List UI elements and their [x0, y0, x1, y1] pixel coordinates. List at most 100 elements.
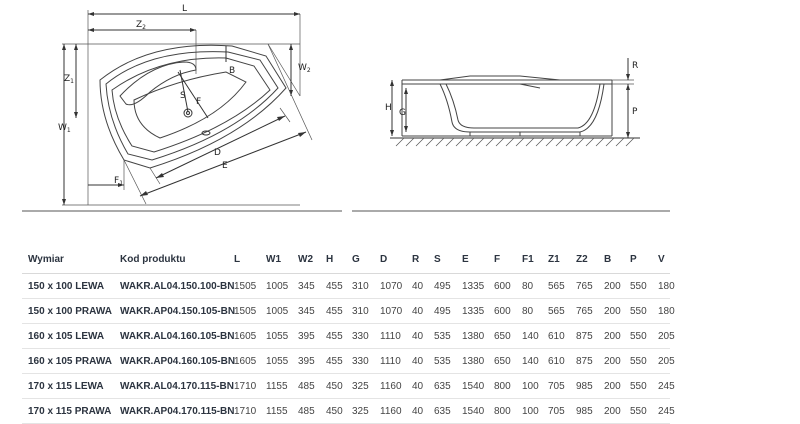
table-header-row: Wymiar Kod produktu L W1 W2 H G D R S E …	[22, 245, 670, 274]
cell-value: 245	[652, 373, 675, 399]
cell-model: 150 x 100 PRAWA	[22, 298, 114, 324]
cell-model: 160 x 105 PRAWA	[22, 348, 114, 374]
cell-value: 80	[516, 298, 542, 324]
header-cell: Kod produktu	[114, 245, 228, 274]
cell-value: 345	[292, 298, 320, 324]
cell-model: 150 x 100 LEWA	[22, 273, 114, 299]
cell-value: 100	[516, 398, 542, 424]
header-cell: Z2	[570, 245, 598, 274]
cell-value: 205	[652, 323, 675, 349]
cell-value: 705	[542, 373, 570, 399]
cell-product-code: WAKR.AL04.170.115-BN	[114, 373, 234, 399]
cell-value: 650	[488, 348, 516, 374]
cell-value: 1110	[374, 348, 406, 374]
cell-product-code: WAKR.AL04.150.100-BN	[114, 273, 234, 299]
cell-value: 245	[652, 398, 675, 424]
cell-value: 1380	[456, 348, 488, 374]
cell-value: 800	[488, 398, 516, 424]
cell-value: 1070	[374, 273, 406, 299]
cell-value: 330	[346, 348, 374, 374]
cell-product-code: WAKR.AP04.150.105-BN	[114, 298, 235, 324]
cell-value: 325	[346, 398, 374, 424]
dim-F1: F1	[114, 176, 123, 187]
header-cell: L	[228, 245, 260, 274]
top-view-drawing: L Z2 Z1 W1 W2 B	[58, 4, 313, 206]
cell-value: 40	[406, 298, 428, 324]
header-cell: V	[652, 245, 670, 274]
side-view-drawing: H G R P	[385, 58, 640, 147]
header-cell: W2	[292, 245, 320, 274]
cell-model: 170 x 115 PRAWA	[22, 398, 114, 424]
cell-value: 40	[406, 373, 428, 399]
dim-L: L	[182, 4, 187, 14]
cell-value: 1160	[374, 373, 406, 399]
cell-value: 1055	[260, 323, 292, 349]
header-cell: F1	[516, 245, 542, 274]
cell-value: 40	[406, 348, 428, 374]
cell-value: 450	[320, 398, 346, 424]
cell-value: 40	[406, 398, 428, 424]
cell-value: 985	[570, 373, 598, 399]
header-cell: W1	[260, 245, 292, 274]
cell-value: 550	[624, 298, 652, 324]
cell-value: 875	[570, 348, 598, 374]
cell-value: 610	[542, 323, 570, 349]
cell-value: 550	[624, 398, 652, 424]
header-cell: F	[488, 245, 516, 274]
cell-value: 1540	[456, 398, 488, 424]
cell-value: 395	[292, 323, 320, 349]
cell-value: 495	[428, 273, 456, 299]
cell-value: 200	[598, 398, 624, 424]
cell-value: 180	[652, 298, 675, 324]
cell-value: 140	[516, 323, 542, 349]
cell-value: 875	[570, 323, 598, 349]
cell-value: 205	[652, 348, 675, 374]
dim-Z2: Z2	[136, 20, 146, 31]
cell-value: 1335	[456, 298, 488, 324]
cell-value: 200	[598, 373, 624, 399]
cell-value: 325	[346, 373, 374, 399]
cell-value: 80	[516, 273, 542, 299]
cell-value: 310	[346, 273, 374, 299]
cell-value: 1070	[374, 298, 406, 324]
dim-B: B	[229, 66, 235, 76]
cell-value: 1605	[228, 348, 260, 374]
cell-value: 1605	[228, 323, 260, 349]
cell-value: 600	[488, 273, 516, 299]
cell-value: 495	[428, 298, 456, 324]
technical-drawings: L Z2 Z1 W1 W2 B	[22, 4, 670, 212]
dim-E: E	[222, 161, 228, 171]
header-cell: Wymiar	[22, 245, 114, 274]
cell-value: 1540	[456, 373, 488, 399]
cell-value: 1155	[260, 398, 292, 424]
cell-value: 395	[292, 348, 320, 374]
header-cell: H	[320, 245, 346, 274]
header-cell: B	[598, 245, 624, 274]
cell-value: 535	[428, 348, 456, 374]
cell-value: 1055	[260, 348, 292, 374]
dim-F: F	[196, 97, 201, 107]
dim-W2: W2	[298, 63, 311, 74]
cell-value: 985	[570, 398, 598, 424]
cell-value: 565	[542, 273, 570, 299]
cell-value: 550	[624, 373, 652, 399]
cell-value: 200	[598, 273, 624, 299]
cell-value: 1110	[374, 323, 406, 349]
cell-value: 635	[428, 398, 456, 424]
cell-value: 1710	[228, 398, 260, 424]
cell-value: 765	[570, 273, 598, 299]
cell-value: 1155	[260, 373, 292, 399]
cell-model: 170 x 115 LEWA	[22, 373, 114, 399]
dim-W1: W1	[58, 123, 71, 134]
cell-value: 100	[516, 373, 542, 399]
cell-value: 485	[292, 398, 320, 424]
cell-value: 1380	[456, 323, 488, 349]
cell-value: 565	[542, 298, 570, 324]
dim-S: S	[180, 91, 186, 101]
cell-value: 455	[320, 298, 346, 324]
cell-value: 310	[346, 298, 374, 324]
cell-value: 1005	[260, 298, 292, 324]
